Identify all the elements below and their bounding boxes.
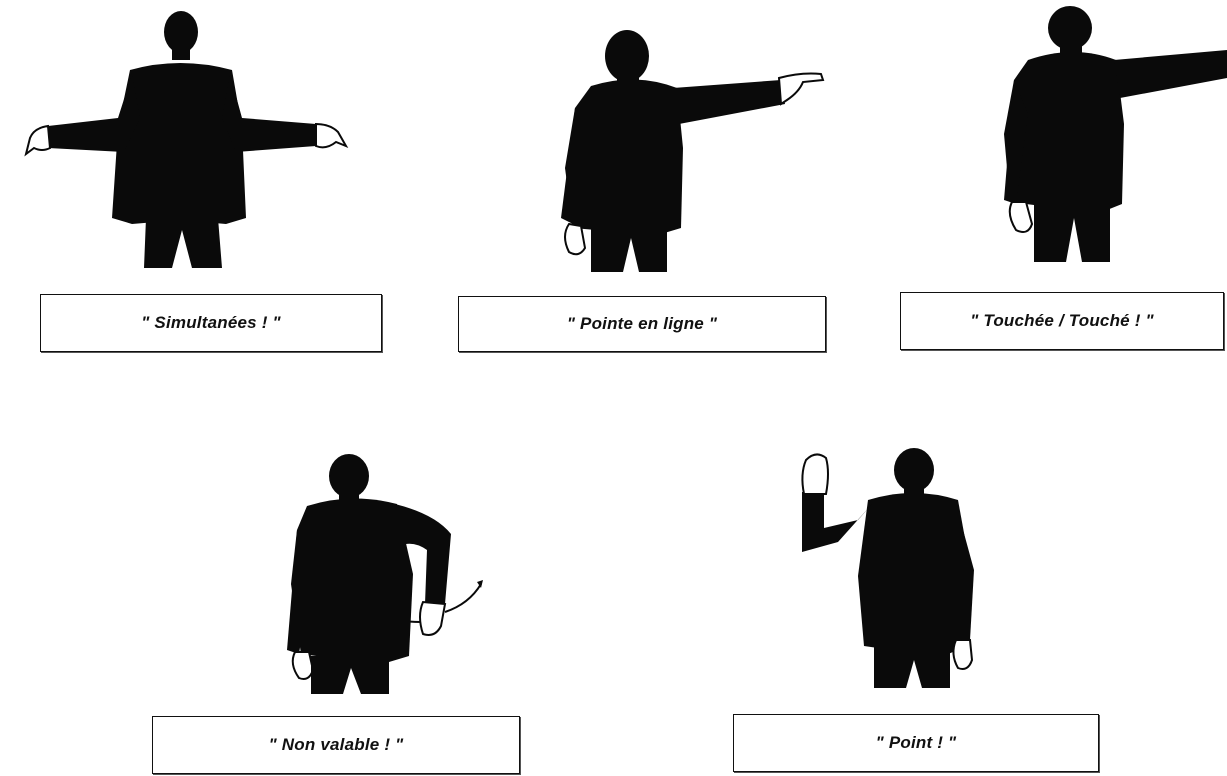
- signal-label-box-point: " Point ! ": [733, 714, 1099, 772]
- referee-right-hand: [316, 124, 346, 147]
- signal-label-box-non-valable: " Non valable ! ": [152, 716, 520, 774]
- signal-label-point: " Point ! ": [876, 733, 957, 753]
- referee-right-arm: [954, 504, 974, 642]
- referee-right-hand: [953, 640, 972, 669]
- signal-label-non-valable: " Non valable ! ": [269, 735, 404, 755]
- signal-label-simultanees: " Simultanées ! ": [141, 313, 281, 333]
- referee-right-arm: [673, 80, 785, 124]
- referee-left-hand: [293, 652, 313, 679]
- referee-right-arm: [222, 74, 316, 152]
- signal-label-box-simultanees: " Simultanées ! ": [40, 294, 382, 352]
- referee-trousers: [874, 646, 950, 688]
- referee-left-hand: [26, 126, 50, 154]
- referee-trousers: [591, 228, 667, 272]
- referee-left-hand: [1010, 202, 1032, 232]
- referee-pointe-en-ligne-figure: [555, 28, 835, 278]
- signal-label-touchee: " Touchée / Touché ! ": [970, 311, 1154, 331]
- referee-trousers: [1034, 204, 1110, 262]
- motion-arrow-icon: [445, 584, 481, 612]
- referee-right-arm: [1114, 50, 1227, 98]
- referee-simultanees-figure: [20, 8, 360, 273]
- referee-trousers: [144, 218, 222, 268]
- referee-jacket: [858, 493, 970, 654]
- referee-waving-hand: [420, 602, 445, 635]
- referee-point-figure: [798, 446, 988, 692]
- referee-non-valable-figure: [285, 454, 495, 696]
- referee-left-hand: [565, 224, 585, 254]
- signal-label-box-touchee: " Touchée / Touché ! ": [900, 292, 1224, 350]
- signal-label-pointe-en-ligne: " Pointe en ligne ": [567, 314, 717, 334]
- signal-label-box-pointe-en-ligne: " Pointe en ligne ": [458, 296, 826, 352]
- referee-pointing-hand: [779, 74, 823, 105]
- referee-left-arm: [48, 74, 140, 152]
- referee-raised-hand: [802, 454, 828, 494]
- referee-raised-arm: [802, 492, 872, 552]
- referee-trousers: [311, 656, 389, 694]
- referee-touchee-figure: [998, 4, 1227, 266]
